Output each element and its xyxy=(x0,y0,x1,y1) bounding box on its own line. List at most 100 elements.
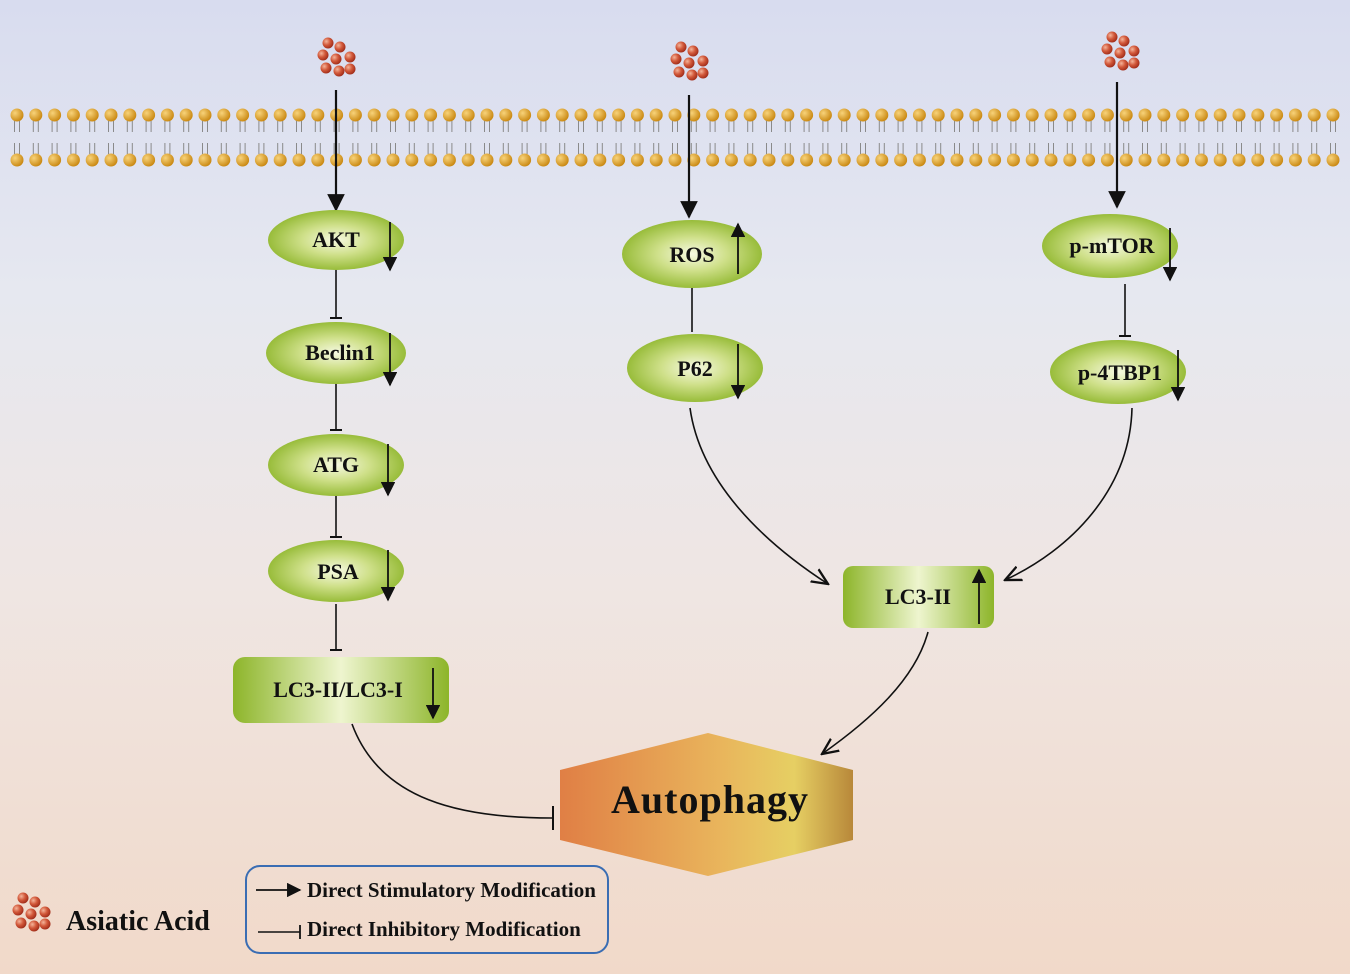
lipid-tail xyxy=(89,121,96,154)
lipid-head xyxy=(724,153,738,167)
lipid-head xyxy=(1326,108,1340,122)
lipid-tail xyxy=(972,121,979,154)
lipid-head xyxy=(1213,153,1227,167)
lipid-tail xyxy=(991,121,998,154)
molecule-particle xyxy=(320,62,332,74)
lipid-head xyxy=(442,108,456,122)
legend-inhibitory-label: Direct Inhibitory Modification xyxy=(307,917,581,941)
lipid-tail xyxy=(1085,121,1092,154)
lipid-head xyxy=(179,153,193,167)
molecule-particle xyxy=(39,906,51,918)
lipid-tail xyxy=(860,121,866,154)
lipid-head xyxy=(254,153,268,167)
lipid-head xyxy=(1326,153,1340,167)
node-p-4tbp1-label: p-4TBP1 xyxy=(1078,360,1162,385)
lipid-head xyxy=(931,108,945,122)
lipid-tail xyxy=(1029,121,1036,154)
lipid-head xyxy=(818,108,832,122)
lipid-head xyxy=(123,108,137,122)
lipid-head xyxy=(687,108,701,122)
molecule-particle xyxy=(344,63,356,75)
lipid-tail xyxy=(1123,121,1130,154)
lipid-head xyxy=(1025,153,1039,167)
node-p-mtor[interactable]: p-mTOR xyxy=(1042,214,1178,282)
lipid-head xyxy=(1006,108,1020,122)
lipid-tail xyxy=(183,121,190,154)
lipid-head xyxy=(1251,153,1265,167)
lipid-head xyxy=(1100,108,1114,122)
node-beclin1[interactable]: Beclin1 xyxy=(266,322,406,387)
lipid-head xyxy=(912,108,926,122)
molecule-particle xyxy=(12,904,24,916)
lipid-head xyxy=(29,153,43,167)
lipid-head xyxy=(292,108,306,122)
molecule-particle xyxy=(28,920,40,932)
lipid-head xyxy=(142,108,156,122)
lipid-tail xyxy=(521,121,528,154)
lipid-head xyxy=(668,153,682,167)
lipid-head xyxy=(1119,108,1133,122)
lipid-tail xyxy=(672,121,678,154)
molecule-particle xyxy=(1117,59,1129,71)
lipid-tail xyxy=(1179,121,1186,154)
node-psa[interactable]: PSA xyxy=(268,540,404,602)
lipid-head xyxy=(48,108,62,122)
lipid-head xyxy=(1157,108,1171,122)
lipid-head xyxy=(800,108,814,122)
lipid-head xyxy=(762,108,776,122)
lipid-head xyxy=(931,153,945,167)
lipid-head xyxy=(348,108,362,122)
lipid-head xyxy=(179,108,193,122)
lipid-head xyxy=(254,108,268,122)
lipid-head xyxy=(894,108,908,122)
node-lc3-ratio-label: LC3-II/LC3-I xyxy=(273,677,403,702)
node-ros[interactable]: ROS xyxy=(622,220,762,288)
lipid-tail xyxy=(484,121,490,154)
lipid-tail xyxy=(258,121,265,154)
autophagy-outcome[interactable]: Autophagy xyxy=(560,733,853,876)
lipid-tail xyxy=(126,121,133,154)
node-lc3-ii[interactable]: LC3-II xyxy=(843,566,994,628)
lipid-head xyxy=(1232,153,1246,167)
lipid-head xyxy=(1232,108,1246,122)
lipid-head xyxy=(950,153,964,167)
lipid-tail xyxy=(14,121,20,154)
molecule-particle xyxy=(29,896,41,908)
lipid-head xyxy=(1251,108,1265,122)
lipid-tail xyxy=(1010,121,1017,154)
node-akt[interactable]: AKT xyxy=(268,210,404,272)
lipid-tail xyxy=(1254,121,1261,154)
lipid-tail xyxy=(1217,121,1224,154)
lipid-head xyxy=(480,108,494,122)
node-p62[interactable]: P62 xyxy=(627,334,763,402)
lipid-tail xyxy=(1066,121,1073,154)
node-lc3-ratio[interactable]: LC3-II/LC3-I xyxy=(233,657,449,723)
molecule-particle xyxy=(1114,47,1126,59)
lipid-head xyxy=(1138,108,1152,122)
lipid-tail xyxy=(1104,121,1111,154)
lipid-head xyxy=(311,108,325,122)
lipid-head xyxy=(198,108,212,122)
lipid-head xyxy=(273,153,287,167)
lipid-tail xyxy=(634,121,641,154)
molecule-particle xyxy=(683,57,695,69)
lipid-head xyxy=(236,153,250,167)
molecule-particle xyxy=(322,37,334,49)
lipid-head xyxy=(856,153,870,167)
node-p-4tbp1[interactable]: p-4TBP1 xyxy=(1050,340,1186,404)
lipid-tail xyxy=(841,121,848,154)
molecule-particle xyxy=(1128,57,1140,69)
lipid-tail xyxy=(897,121,904,154)
molecule-particle xyxy=(334,41,346,53)
node-p62-label: P62 xyxy=(677,356,712,381)
cell-membrane xyxy=(10,108,1340,167)
lipid-head xyxy=(405,108,419,122)
lipid-head xyxy=(386,153,400,167)
lipid-head xyxy=(1082,108,1096,122)
node-atg[interactable]: ATG xyxy=(268,434,404,497)
lipid-tail xyxy=(559,121,566,154)
lipid-head xyxy=(837,153,851,167)
lipid-head xyxy=(29,108,43,122)
node-lc3-ii-label: LC3-II xyxy=(885,584,951,609)
